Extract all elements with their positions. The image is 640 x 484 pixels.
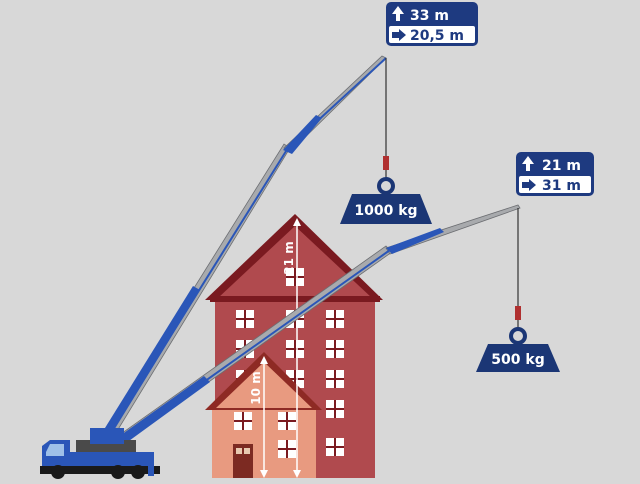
low-load-label: 500 kg — [491, 352, 544, 368]
small-house-windows — [234, 412, 296, 458]
window — [278, 412, 296, 430]
window — [236, 310, 254, 328]
truck-wheel — [131, 465, 145, 479]
high-config-label: 33 m 20,5 m — [386, 2, 478, 46]
window — [326, 310, 344, 328]
arrow-up-icon — [392, 6, 404, 21]
high-load-label: 1000 kg — [354, 203, 417, 219]
weight-icon — [509, 327, 527, 345]
truck-wheel — [51, 465, 65, 479]
small-height-label: 10 m — [249, 371, 263, 404]
tall-height-label: 21 m — [282, 241, 296, 274]
window — [326, 438, 344, 456]
low-reach-value: 31 m — [542, 178, 581, 194]
arrow-right-icon — [392, 29, 406, 41]
arrow-right-icon — [522, 179, 536, 191]
high-boom — [100, 55, 387, 440]
small-height-measure: 10 m — [249, 356, 268, 478]
low-weight — [476, 344, 560, 372]
window — [234, 412, 252, 430]
truck-chassis — [68, 452, 154, 468]
weight-icon — [377, 177, 395, 195]
window — [286, 268, 304, 286]
crane-truck — [40, 428, 160, 479]
high-height-value: 33 m — [410, 8, 449, 24]
window — [326, 400, 344, 418]
window — [326, 370, 344, 388]
low-boom — [114, 204, 521, 446]
high-weight — [340, 194, 432, 224]
tall-height-measure: 21 m — [282, 218, 301, 478]
window — [278, 440, 296, 458]
window — [286, 340, 304, 358]
low-height-value: 21 m — [542, 158, 581, 174]
high-load: 1000 kg — [340, 58, 432, 224]
truck-wheel — [111, 465, 125, 479]
crane-turret — [90, 428, 124, 444]
window — [326, 340, 344, 358]
arrow-up-icon — [522, 156, 534, 171]
low-load: 500 kg — [476, 208, 560, 372]
low-config-label: 21 m 31 m — [516, 152, 594, 196]
high-reach-value: 20,5 m — [410, 28, 464, 44]
